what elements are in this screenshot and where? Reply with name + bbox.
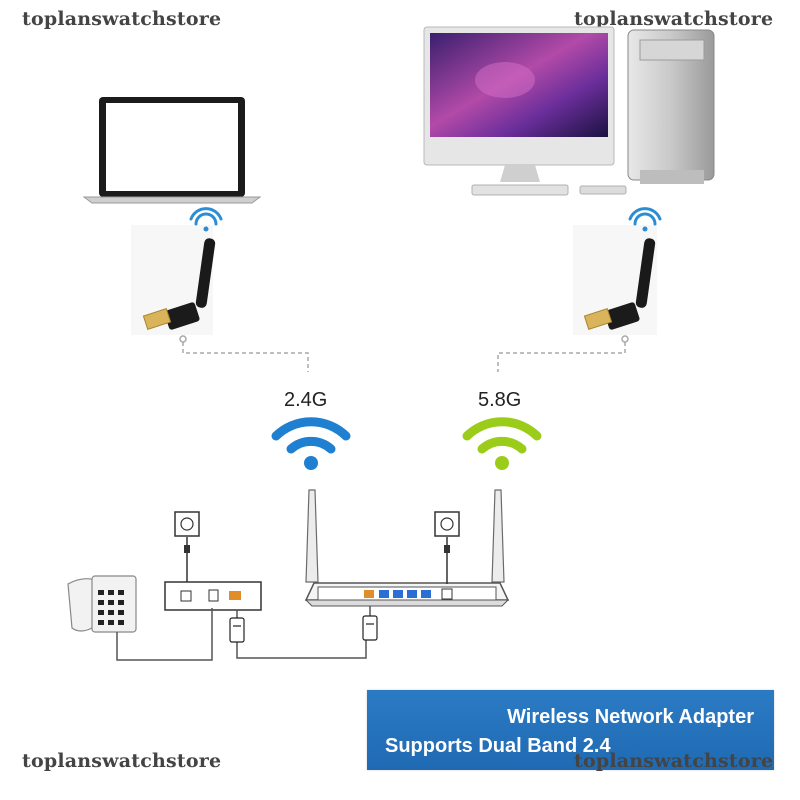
product-banner: Wireless Network Adapter Supports Dual B… [367,690,774,770]
dashed-connection-lines [182,342,626,372]
band-label-2-4g: 2.4G [284,389,327,411]
wifi-icon-adapter-right [628,207,662,232]
wifi-icon-5-8g [462,417,542,470]
router-icon [304,582,510,607]
power-outlet-icon-modem [174,511,200,583]
usb-wifi-adapter-icon-right [573,225,657,335]
wifi-icon-adapter-left [189,207,223,232]
desktop-computer-icon [423,26,715,196]
band-label-5-8g: 5.8G [478,389,521,411]
power-outlet-icon-router [434,511,460,584]
wifi-icon-2-4g [271,417,351,470]
usb-wifi-adapter-icon-left [131,225,216,335]
watermark-top-left: toplanswatchstore [22,8,222,30]
watermark-top-right: toplanswatchstore [574,8,774,30]
router-antennas [305,489,505,583]
ethernet-plugs [229,615,378,643]
banner-line-2: Supports Dual Band 2.4 [385,735,611,757]
watermark-bottom-left: toplanswatchstore [22,750,222,772]
modem-icon [164,581,262,611]
banner-line-1: Wireless Network Adapter [507,706,754,728]
cables [116,606,371,661]
telephone-icon [67,575,137,633]
laptop-icon [82,97,262,204]
watermark-bottom-right: toplanswatchstore [574,750,774,772]
